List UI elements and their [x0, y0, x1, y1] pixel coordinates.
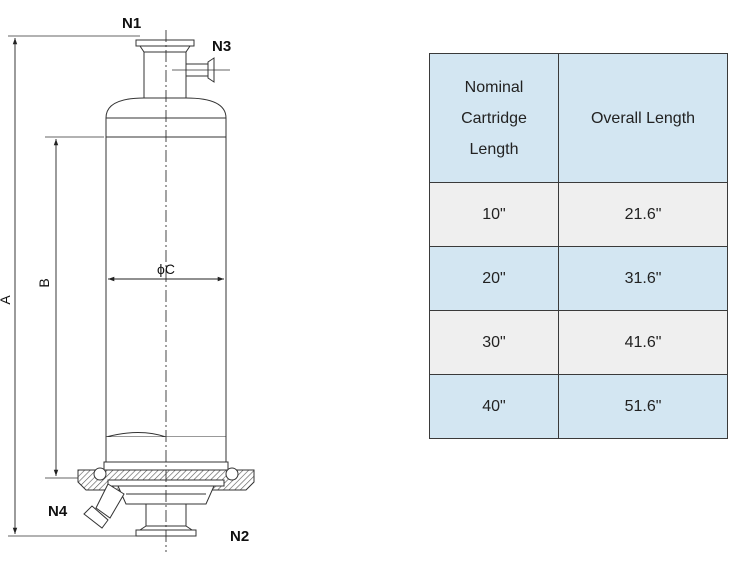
cell-overall: 31.6" — [558, 246, 728, 311]
cell-nominal: 20" — [429, 246, 559, 311]
header-line: Length — [469, 140, 519, 158]
tag-n4: N4 — [48, 503, 68, 520]
cell-nominal: 10" — [429, 182, 559, 247]
cell-nominal: 30" — [429, 310, 559, 375]
filter-housing-drawing: A B — [0, 15, 255, 552]
cell-overall: 41.6" — [558, 310, 728, 375]
side-port-n3 — [172, 57, 230, 83]
cell-nominal: 40" — [429, 374, 559, 439]
header-nominal-cartridge-length: Nominal Cartridge Length — [429, 53, 559, 183]
cell-overall: 21.6" — [558, 182, 728, 247]
header-line: Nominal — [464, 78, 524, 96]
table-row: 10" 21.6" — [429, 182, 728, 247]
dimension-b: B — [36, 139, 59, 476]
table-row: 20" 31.6" — [429, 246, 728, 311]
table-row: 40" 51.6" — [429, 374, 728, 439]
tag-n2: N2 — [230, 528, 249, 545]
extension-lines — [8, 35, 140, 537]
dimension-c: ϕC — [108, 261, 224, 282]
header-line: Cartridge — [461, 109, 527, 127]
dimension-a-label: A — [0, 295, 13, 305]
dimension-a: A — [0, 38, 18, 534]
table-header-row: Nominal Cartridge Length Overall Length — [429, 53, 728, 183]
header-overall-length: Overall Length — [558, 53, 728, 183]
tag-n3: N3 — [212, 38, 231, 55]
length-spec-table: Nominal Cartridge Length Overall Length … — [429, 53, 728, 439]
drain-port-n4 — [83, 483, 125, 529]
dimension-b-label: B — [36, 278, 52, 287]
cell-overall: 51.6" — [558, 374, 728, 439]
inlet-n1 — [135, 39, 195, 99]
dimension-c-label: ϕC — [157, 261, 175, 277]
tag-n1: N1 — [122, 15, 141, 32]
table-row: 30" 41.6" — [429, 310, 728, 375]
